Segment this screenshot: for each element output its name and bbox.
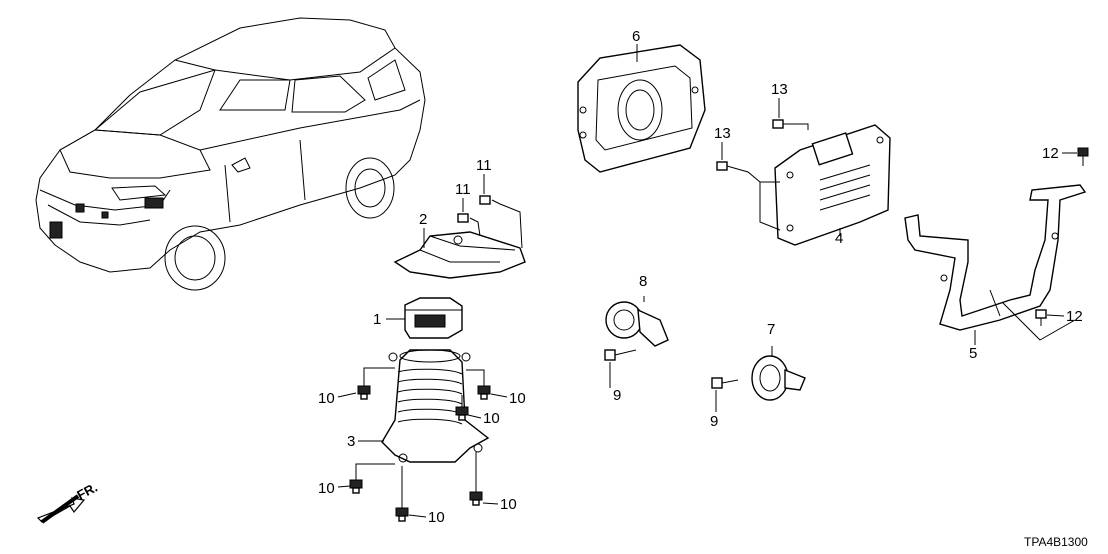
- cover-part-3: [381, 349, 490, 463]
- callout-8: 8: [639, 273, 647, 290]
- clip-10-a: [357, 385, 371, 400]
- bolt-12-b: [1035, 309, 1047, 326]
- vehicle-illustration: [35, 17, 426, 291]
- callout-10a: 10: [318, 390, 335, 407]
- bolt-12-a: [1077, 147, 1089, 166]
- bolt-13-b: [716, 161, 781, 231]
- clip-10-f: [395, 507, 409, 522]
- callout-1: 1: [373, 311, 381, 328]
- callout-7: 7: [767, 321, 775, 338]
- drawing-code: TPA4B1300: [1024, 535, 1088, 549]
- bolt-11-b: [479, 195, 523, 249]
- clip-10-e: [469, 491, 483, 506]
- callout-13b: 13: [714, 125, 731, 142]
- horn-part-7: [751, 346, 806, 401]
- callout-12b: 12: [1066, 308, 1083, 325]
- callout-12a: 12: [1042, 145, 1059, 162]
- clip-10-b: [477, 385, 491, 400]
- callout-5: 5: [969, 345, 977, 362]
- frame-part-6: [577, 44, 706, 173]
- callout-10e: 10: [500, 496, 517, 513]
- control-unit-part-4: [774, 124, 891, 246]
- clip-10-icons: [349, 385, 491, 522]
- sensor-part-1: [404, 297, 463, 339]
- callout-10f: 10: [428, 509, 445, 526]
- callout-2: 2: [419, 211, 427, 228]
- clip-10-d: [349, 479, 363, 494]
- callout-10d: 10: [318, 480, 335, 497]
- front-direction-arrow-icon: [36, 494, 86, 524]
- callout-3: 3: [347, 433, 355, 450]
- callout-10b: 10: [509, 390, 526, 407]
- bolt-9-b: [711, 377, 739, 389]
- callout-10c: 10: [483, 410, 500, 427]
- bolt-9-a: [604, 349, 637, 361]
- bracket-part-2: [393, 231, 526, 279]
- callout-13a: 13: [771, 81, 788, 98]
- callout-9a: 9: [613, 387, 621, 404]
- callout-4: 4: [835, 230, 843, 247]
- sensor-part-8: [605, 296, 669, 347]
- callout-9b: 9: [710, 413, 718, 430]
- callout-11b: 11: [476, 157, 492, 174]
- bolt-13-a: [772, 119, 809, 130]
- bracket-part-5: [904, 184, 1087, 331]
- bolt-11-a: [457, 213, 481, 237]
- callout-6: 6: [632, 28, 640, 45]
- callout-11a: 11: [455, 181, 471, 198]
